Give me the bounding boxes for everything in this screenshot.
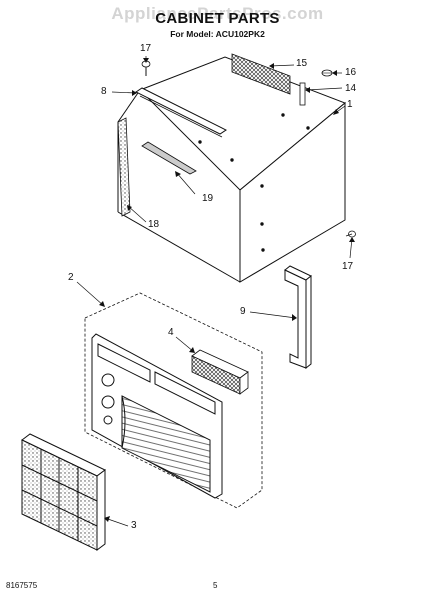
callout-14: 14 bbox=[345, 83, 357, 94]
screw-17-bottom bbox=[345, 230, 356, 238]
callout-17-top: 17 bbox=[140, 43, 152, 54]
page-title: CABINET PARTS bbox=[155, 10, 280, 27]
watermark: AppliancePartsPros.com bbox=[111, 4, 324, 23]
front-panel bbox=[91, 333, 223, 499]
cabinet-shell bbox=[117, 56, 346, 283]
page-number: 5 bbox=[213, 581, 218, 590]
air-vent bbox=[191, 349, 249, 395]
callout-19: 19 bbox=[202, 193, 214, 204]
front-assembly-group-outline bbox=[84, 292, 263, 509]
side-insulation bbox=[117, 117, 131, 217]
document-number: 8167575 bbox=[6, 581, 38, 590]
rear-grille bbox=[231, 53, 291, 95]
callout-16: 16 bbox=[345, 67, 357, 78]
side-bracket bbox=[299, 82, 306, 106]
callout-4: 4 bbox=[168, 327, 174, 338]
model-line: For Model: ACU102PK2 bbox=[170, 29, 265, 39]
screw-17-top bbox=[141, 60, 151, 76]
callout-3: 3 bbox=[131, 520, 137, 531]
callout-15: 15 bbox=[296, 58, 308, 69]
callout-17-bottom: 17 bbox=[342, 261, 354, 272]
handle bbox=[284, 265, 312, 370]
callout-18: 18 bbox=[148, 219, 160, 230]
top-rail bbox=[135, 87, 227, 135]
air-filter bbox=[21, 433, 106, 551]
screw-16 bbox=[321, 69, 333, 77]
callout-1: 1 bbox=[347, 99, 353, 110]
leader-arrowheads bbox=[99, 58, 355, 522]
callout-8: 8 bbox=[101, 86, 107, 97]
callout-9: 9 bbox=[240, 306, 246, 317]
callout-2: 2 bbox=[68, 272, 74, 283]
seal-strip bbox=[141, 141, 197, 175]
